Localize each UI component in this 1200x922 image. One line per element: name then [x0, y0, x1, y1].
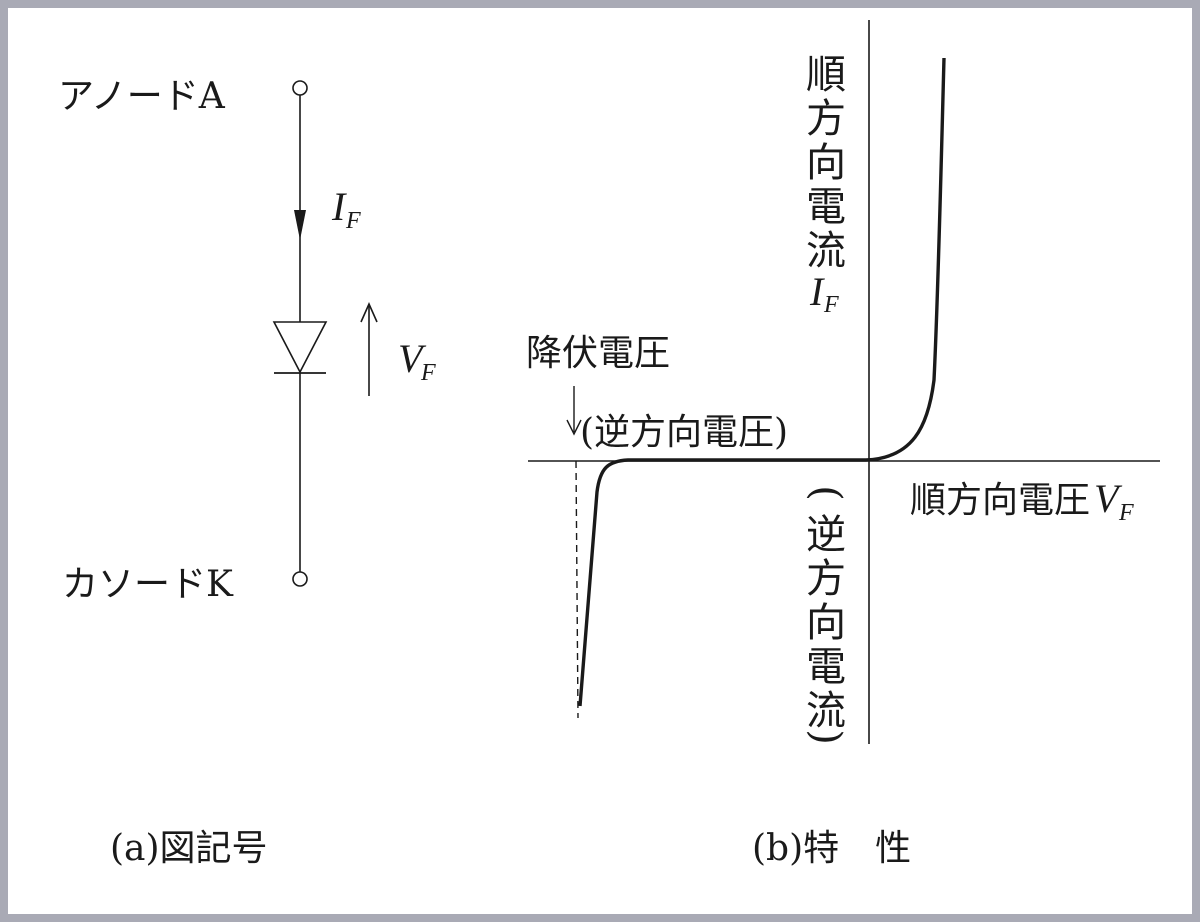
reverse-voltage-label: (逆方向電圧) — [580, 412, 788, 453]
current-subscript-label: F — [345, 208, 361, 234]
forward-current-char: 向 — [806, 140, 846, 186]
voltage-subscript-label: F — [420, 360, 436, 386]
forward-current-symbol: I — [809, 269, 825, 314]
reverse-paren-open: ( — [803, 485, 849, 501]
reverse-current-char: 方 — [806, 556, 846, 602]
current-symbol-label: I — [331, 184, 347, 229]
voltage-symbol-label: V — [398, 336, 427, 381]
reverse-current-char: 向 — [806, 600, 846, 646]
forward-current-char: 順 — [806, 52, 846, 98]
reverse-current-char: 流 — [806, 688, 846, 734]
cathode-terminal — [292, 571, 308, 587]
forward-voltage-symbol: V — [1094, 476, 1123, 521]
anode-terminal — [292, 80, 308, 96]
reverse-current-label: ( 逆 方 向 電 流 ) — [803, 485, 849, 745]
forward-voltage-label: 順方向電圧 — [910, 480, 1090, 521]
anode-label: アノードA — [58, 76, 226, 117]
forward-voltage-subscript: F — [1118, 500, 1134, 526]
characteristic-plot: 降伏電圧 (逆方向電圧) 順 方 向 電 流 I F ( 逆 方 向 電 流 )… — [526, 20, 1160, 869]
current-arrow-icon — [294, 210, 306, 240]
diode-triangle — [272, 321, 328, 374]
breakdown-dashed-line — [575, 460, 579, 719]
characteristic-curve — [578, 57, 946, 707]
reverse-paren-close: ) — [803, 729, 849, 745]
reverse-current-char: 逆 — [806, 512, 846, 558]
voltage-arrow-icon — [360, 302, 378, 323]
cathode-label: カソードK — [62, 564, 234, 605]
diode-symbol: アノードA カソードK I F V F (a)図記号 — [58, 76, 436, 869]
forward-current-label: 順 方 向 電 流 I F — [806, 52, 846, 318]
forward-current-char: 方 — [806, 96, 846, 142]
forward-current-subscript: F — [823, 292, 839, 318]
breakdown-arrow-icon — [566, 419, 582, 436]
characteristic-caption: (b)特 性 — [752, 828, 911, 869]
forward-current-char: 流 — [806, 228, 846, 274]
breakdown-voltage-label: 降伏電圧 — [526, 333, 670, 374]
reverse-current-char: 電 — [806, 644, 846, 690]
symbol-caption: (a)図記号 — [110, 828, 268, 869]
forward-current-char: 電 — [806, 184, 846, 230]
